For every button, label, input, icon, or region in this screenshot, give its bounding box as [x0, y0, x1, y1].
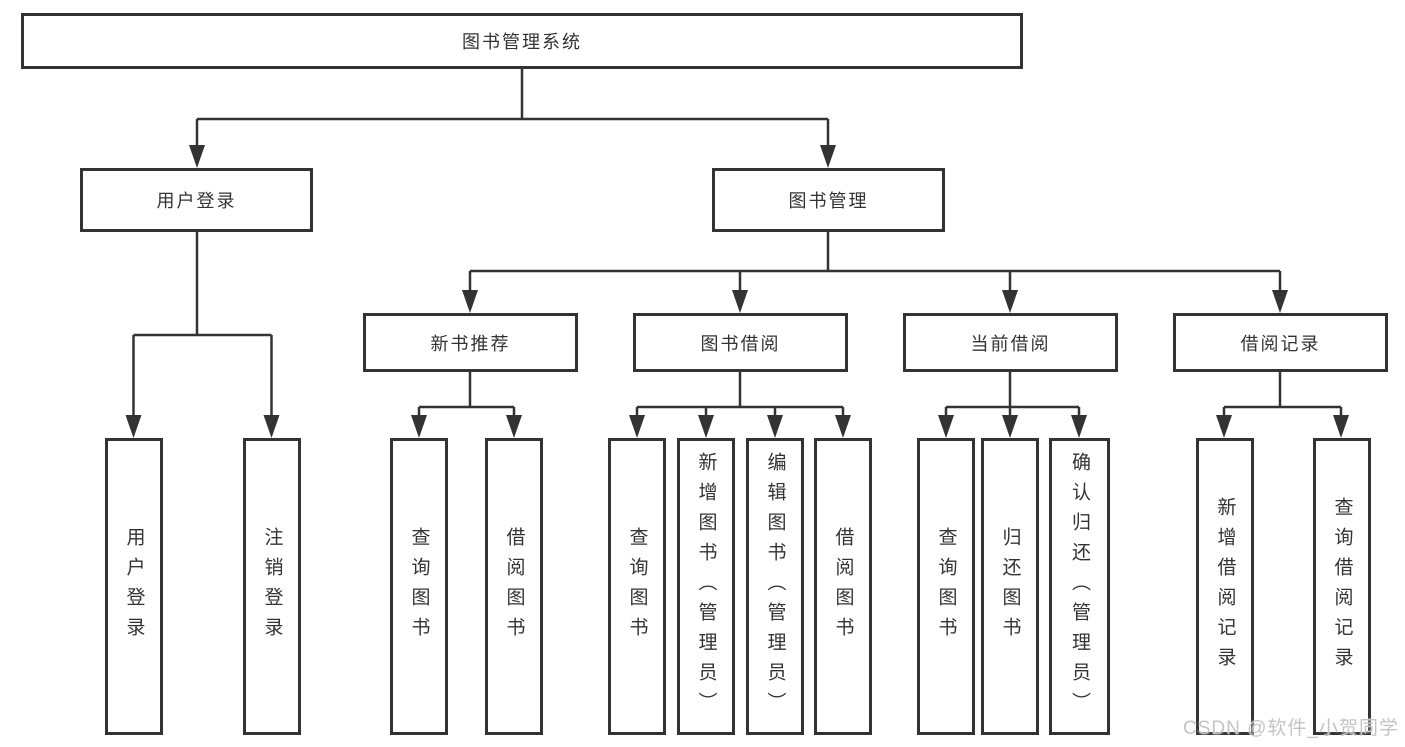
node-book-management: 图书管理: [712, 168, 945, 232]
csdn-watermark: CSDN @软件_小贺同学: [1183, 718, 1399, 739]
leaf-borrow-query-book: 查询图书: [608, 438, 666, 735]
leaf-label: 新增借阅记录: [1214, 496, 1236, 677]
leaf-label: 查询图书: [408, 526, 430, 647]
leaf-current-return-book: 归还图书: [981, 438, 1039, 735]
node-borrow-record: 借阅记录: [1173, 313, 1388, 372]
leaf-label: 查询图书: [935, 526, 957, 647]
leaf-user-login: 用户登录: [105, 438, 163, 735]
leaf-label: 确认归还（管理员）: [1069, 451, 1090, 722]
leaf-label: 用户登录: [123, 526, 145, 647]
leaf-borrow-edit-book-admin: 编辑图书（管理员）: [746, 438, 804, 735]
leaf-label: 查询借阅记录: [1331, 496, 1353, 677]
leaf-current-confirm-return-admin: 确认归还（管理员）: [1049, 438, 1110, 735]
leaf-label: 注销登录: [261, 526, 283, 647]
leaf-record-add-record: 新增借阅记录: [1196, 438, 1254, 735]
leaf-label: 编辑图书（管理员）: [764, 451, 786, 722]
node-book-borrow: 图书借阅: [633, 313, 848, 372]
leaf-logout: 注销登录: [243, 438, 301, 735]
leaf-label: 新增图书（管理员）: [695, 451, 717, 722]
node-current-borrow: 当前借阅: [903, 313, 1118, 372]
leaf-label: 查询图书: [626, 526, 648, 647]
arrowheads: [125, 145, 1349, 438]
leaf-recommend-query-book: 查询图书: [390, 438, 448, 735]
node-library-system: 图书管理系统: [21, 13, 1023, 69]
leaf-label: 借阅图书: [503, 526, 525, 647]
leaf-label: 归还图书: [999, 526, 1021, 647]
leaf-label: 借阅图书: [832, 526, 854, 647]
leaf-borrow-add-book-admin: 新增图书（管理员）: [677, 438, 735, 735]
node-new-book-recommend: 新书推荐: [363, 313, 578, 372]
node-user-login: 用户登录: [80, 168, 313, 232]
leaf-record-query-record: 查询借阅记录: [1313, 438, 1371, 735]
leaf-recommend-borrow-book: 借阅图书: [485, 438, 543, 735]
leaf-borrow-borrow-book: 借阅图书: [814, 438, 872, 735]
leaf-current-query-book: 查询图书: [917, 438, 975, 735]
